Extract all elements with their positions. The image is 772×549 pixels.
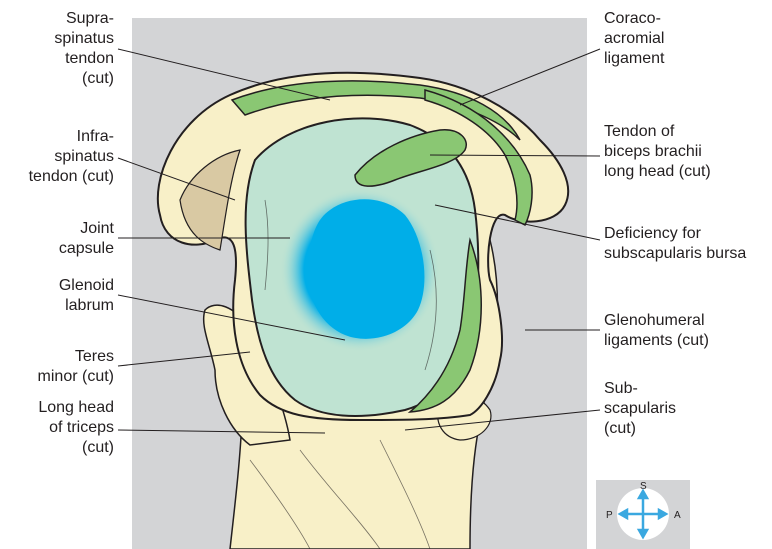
label-joint-capsule: Joint capsule bbox=[0, 219, 114, 259]
compass: S P A bbox=[596, 480, 690, 549]
label-triceps: Long head of triceps (cut) bbox=[0, 398, 114, 458]
label-teres-minor: Teres minor (cut) bbox=[0, 347, 114, 387]
label-biceps: Tendon of biceps brachii long head (cut) bbox=[604, 122, 772, 182]
compass-posterior: P bbox=[606, 510, 613, 521]
label-bursa-deficiency: Deficiency for subscapularis bursa bbox=[604, 224, 772, 264]
compass-superior: S bbox=[640, 481, 647, 492]
label-supraspinatus: Supra- spinatus tendon (cut) bbox=[0, 9, 114, 89]
label-coracoacromial: Coraco- acromial ligament bbox=[604, 9, 772, 69]
label-glenoid-labrum: Glenoid labrum bbox=[0, 276, 114, 316]
label-subscapularis: Sub- scapularis (cut) bbox=[604, 379, 772, 439]
label-infraspinatus: Infra- spinatus tendon (cut) bbox=[0, 127, 114, 187]
compass-anterior: A bbox=[674, 510, 681, 521]
glenoid-fossa bbox=[308, 199, 425, 339]
label-glenohumeral: Glenohumeral ligaments (cut) bbox=[604, 311, 772, 351]
